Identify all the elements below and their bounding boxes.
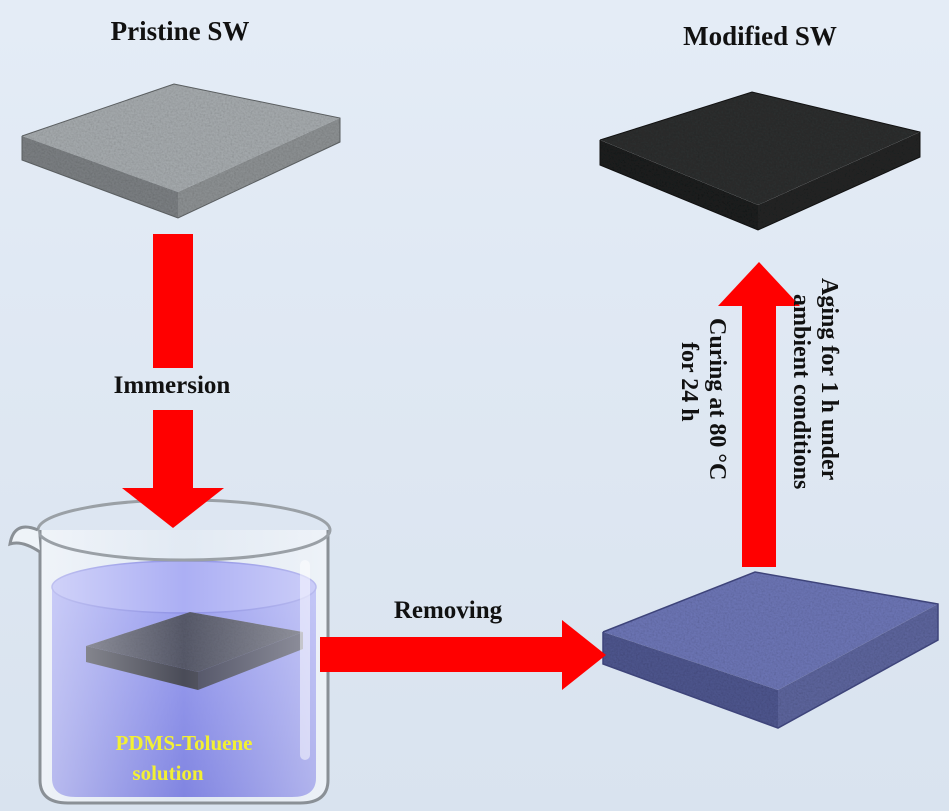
pristine-sw-title: Pristine SW	[111, 16, 250, 46]
coated-sponge-slab	[602, 571, 939, 729]
immersion-arrow	[122, 234, 224, 528]
curing-label-line1: Curing at 80 °C	[704, 318, 730, 480]
aging-label-line1: Aging for 1 h under	[816, 278, 842, 481]
beaker	[8, 498, 332, 805]
immersion-label: Immersion	[114, 372, 231, 399]
removing-arrow	[320, 620, 606, 690]
modified-sw-title: Modified SW	[683, 21, 837, 51]
curing-arrow	[718, 262, 800, 567]
aging-label-line2: ambient conditions	[788, 294, 814, 489]
modified-sponge-slab	[599, 91, 921, 231]
solution-label-line1: PDMS-Toluene	[116, 731, 253, 755]
pristine-sponge-slab	[21, 83, 341, 219]
curing-label-line2: for 24 h	[676, 342, 702, 422]
solution-label-line2: solution	[132, 761, 204, 785]
removing-label: Removing	[394, 597, 503, 624]
